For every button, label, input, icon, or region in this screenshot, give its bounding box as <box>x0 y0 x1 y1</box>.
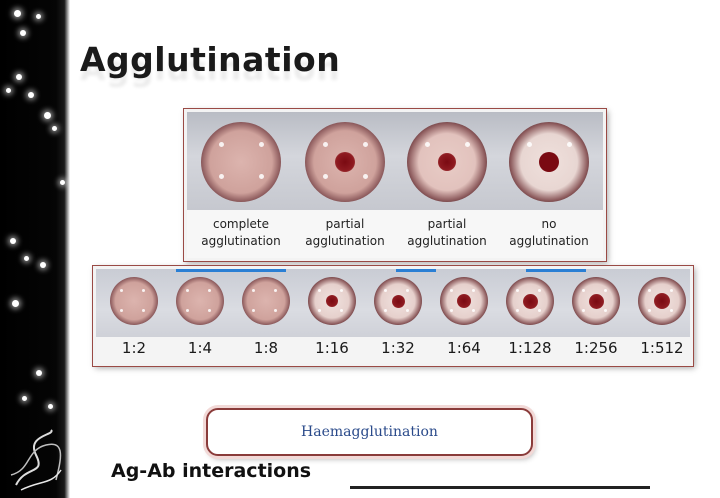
sparkle-dot <box>40 262 46 268</box>
label-line: agglutination <box>407 234 487 248</box>
sparkle-dot <box>20 30 26 36</box>
dilution-labels: 1:2 1:4 1:8 1:16 1:32 1:64 1:128 1:256 1:512 <box>96 337 690 363</box>
well-plate-photo <box>187 112 603 210</box>
dilution-series-photo: 1:2 1:4 1:8 1:16 1:32 1:64 1:128 1:256 1:512 <box>92 265 694 367</box>
label-line: no <box>541 217 557 231</box>
dilution-well <box>506 277 554 325</box>
label-line: agglutination <box>201 234 281 248</box>
agglutination-types-photo: complete agglutination partial agglutina… <box>183 108 607 262</box>
dilution-well <box>374 277 422 325</box>
agglutination-type-labels: complete agglutination partial agglutina… <box>187 210 603 258</box>
sparkle-dot <box>10 238 16 244</box>
label-line: agglutination <box>509 234 589 248</box>
dilution-label: 1:16 <box>315 339 349 357</box>
dilution-label: 1:128 <box>508 339 552 357</box>
dilution-label: 1:512 <box>640 339 684 357</box>
well-no-agglutination <box>509 122 589 202</box>
well-partial-agglutination-1 <box>305 122 385 202</box>
sparkle-dot <box>60 180 65 185</box>
label-line: partial <box>325 217 365 231</box>
decorative-side-strip <box>0 0 70 498</box>
dilution-well <box>110 277 158 325</box>
footer-divider <box>350 486 650 489</box>
sparkle-dot <box>48 404 53 409</box>
well-partial-agglutination-2 <box>407 122 487 202</box>
caption-box: Haemagglutination <box>206 408 533 456</box>
label-line: partial <box>427 217 467 231</box>
sparkle-dot <box>36 370 42 376</box>
dilution-plate-photo <box>96 269 690 337</box>
dilution-label: 1:256 <box>574 339 618 357</box>
sparkle-dot <box>36 14 41 19</box>
dilution-label: 1:2 <box>121 339 147 357</box>
well-complete-agglutination <box>201 122 281 202</box>
dilution-label: 1:8 <box>253 339 279 357</box>
dilution-well <box>242 277 290 325</box>
footer-title: Ag-Ab interactions <box>111 460 312 482</box>
sparkle-dot <box>52 126 57 131</box>
sparkle-dot <box>28 92 34 98</box>
slide-title: Agglutination <box>80 40 341 79</box>
label-no-agglutination: no agglutination <box>499 216 599 250</box>
dilution-well <box>176 277 224 325</box>
sparkle-dot <box>24 256 29 261</box>
dilution-well <box>638 277 686 325</box>
dilution-label: 1:32 <box>381 339 415 357</box>
label-partial-agglutination-1: partial agglutination <box>295 216 395 250</box>
sparkle-dot <box>22 396 27 401</box>
dilution-label: 1:4 <box>187 339 213 357</box>
sparkle-dot <box>6 88 11 93</box>
label-line: complete <box>212 217 270 231</box>
dilution-label: 1:64 <box>447 339 481 357</box>
dilution-well <box>440 277 488 325</box>
smoke-swirl-icon <box>10 429 62 491</box>
dilution-well <box>572 277 620 325</box>
label-line: agglutination <box>305 234 385 248</box>
sparkle-dot <box>44 112 51 119</box>
sparkle-dot <box>16 74 22 80</box>
dilution-well <box>308 277 356 325</box>
sparkle-dot <box>12 300 19 307</box>
sparkle-dot <box>14 10 21 17</box>
label-complete-agglutination: complete agglutination <box>191 216 291 250</box>
label-partial-agglutination-2: partial agglutination <box>397 216 497 250</box>
caption-text: Haemagglutination <box>301 424 438 440</box>
